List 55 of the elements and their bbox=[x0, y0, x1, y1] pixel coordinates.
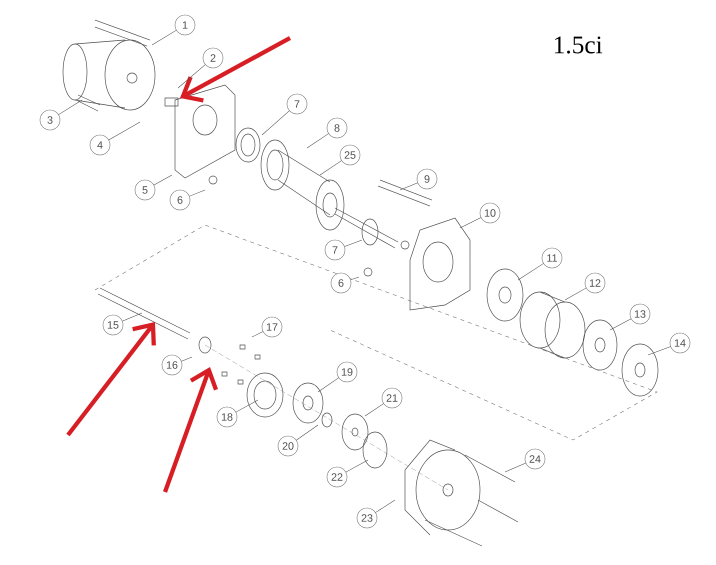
callout-number: 19 bbox=[336, 362, 358, 382]
callout-number: 14 bbox=[670, 332, 690, 354]
leader-line bbox=[344, 240, 362, 247]
callout-number: 9 bbox=[416, 168, 438, 190]
leader-line bbox=[610, 318, 632, 330]
leader-line bbox=[58, 100, 82, 115]
callout-number: 8 bbox=[326, 118, 348, 138]
callout-number: 23 bbox=[356, 508, 378, 528]
leader-line bbox=[262, 110, 290, 136]
leader-line bbox=[296, 424, 318, 440]
leader-line bbox=[504, 462, 526, 472]
callout-number: 7 bbox=[286, 94, 308, 114]
callout-number: 6 bbox=[170, 190, 190, 210]
callout-number: 7 bbox=[324, 240, 346, 260]
callout-number: 21 bbox=[382, 388, 402, 408]
leader-line bbox=[189, 190, 206, 196]
callout-number: 3 bbox=[40, 110, 60, 130]
callout-number: 24 bbox=[524, 448, 546, 470]
leader-line bbox=[306, 133, 329, 148]
leader-line bbox=[154, 174, 172, 186]
callout-number: 11 bbox=[542, 248, 562, 268]
leader-line bbox=[564, 288, 586, 300]
leader-line bbox=[400, 182, 418, 190]
callout-number: 6 bbox=[330, 272, 352, 294]
model-label: 1.5ci bbox=[554, 36, 602, 54]
leader-line bbox=[320, 160, 342, 176]
callout-number: 12 bbox=[584, 272, 606, 294]
callout-number: 5 bbox=[134, 180, 156, 200]
leader-line bbox=[236, 400, 258, 412]
leader-line bbox=[648, 346, 671, 356]
callout-number: 15 bbox=[102, 314, 124, 336]
leader-line bbox=[178, 64, 206, 88]
leader-line bbox=[518, 263, 544, 280]
callout-number: 20 bbox=[278, 436, 298, 456]
callout-number: 13 bbox=[630, 304, 650, 324]
leader-line bbox=[181, 356, 192, 362]
callout-number: 22 bbox=[326, 466, 348, 488]
leader-line bbox=[350, 276, 360, 280]
leader-line bbox=[375, 500, 396, 513]
leader-line bbox=[152, 30, 176, 46]
callout-number: 2 bbox=[202, 48, 224, 68]
leader-line bbox=[108, 122, 140, 140]
leader-line bbox=[364, 403, 384, 416]
callout-number: 10 bbox=[480, 202, 500, 224]
callout-number: 25 bbox=[340, 144, 360, 166]
leader-line bbox=[122, 312, 142, 322]
leader-line bbox=[318, 378, 339, 392]
callout-number: 18 bbox=[216, 406, 238, 428]
callout-number: 17 bbox=[262, 316, 282, 338]
callout-number: 1 bbox=[174, 14, 196, 36]
callout-number: 4 bbox=[90, 134, 110, 156]
callout-number: 16 bbox=[162, 354, 182, 376]
leader-line bbox=[460, 217, 482, 228]
leader-line bbox=[252, 331, 264, 338]
leader-line bbox=[346, 460, 368, 472]
